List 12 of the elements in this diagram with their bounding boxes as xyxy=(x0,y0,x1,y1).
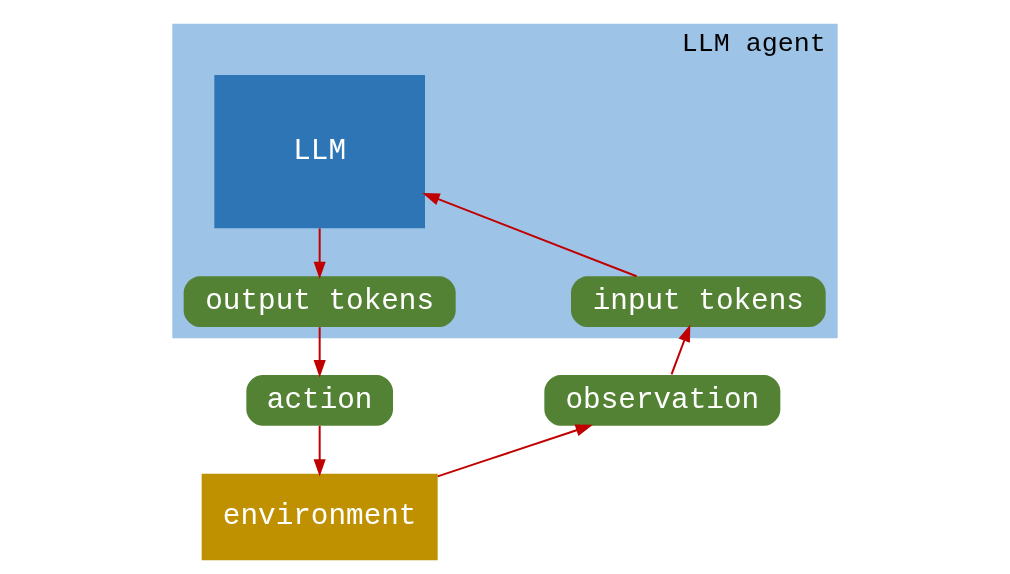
arrow xyxy=(436,424,593,478)
node-box: action xyxy=(246,375,393,426)
node-box: observation xyxy=(544,375,781,426)
arrow xyxy=(313,424,326,477)
arrow xyxy=(422,192,638,278)
node-box: LLM xyxy=(214,75,425,229)
arrow xyxy=(313,326,326,378)
arrow xyxy=(313,227,326,280)
node-box: output tokens xyxy=(183,276,456,327)
arrow xyxy=(670,324,691,376)
node-box: environment xyxy=(201,473,438,561)
node-box: input tokens xyxy=(571,276,826,327)
